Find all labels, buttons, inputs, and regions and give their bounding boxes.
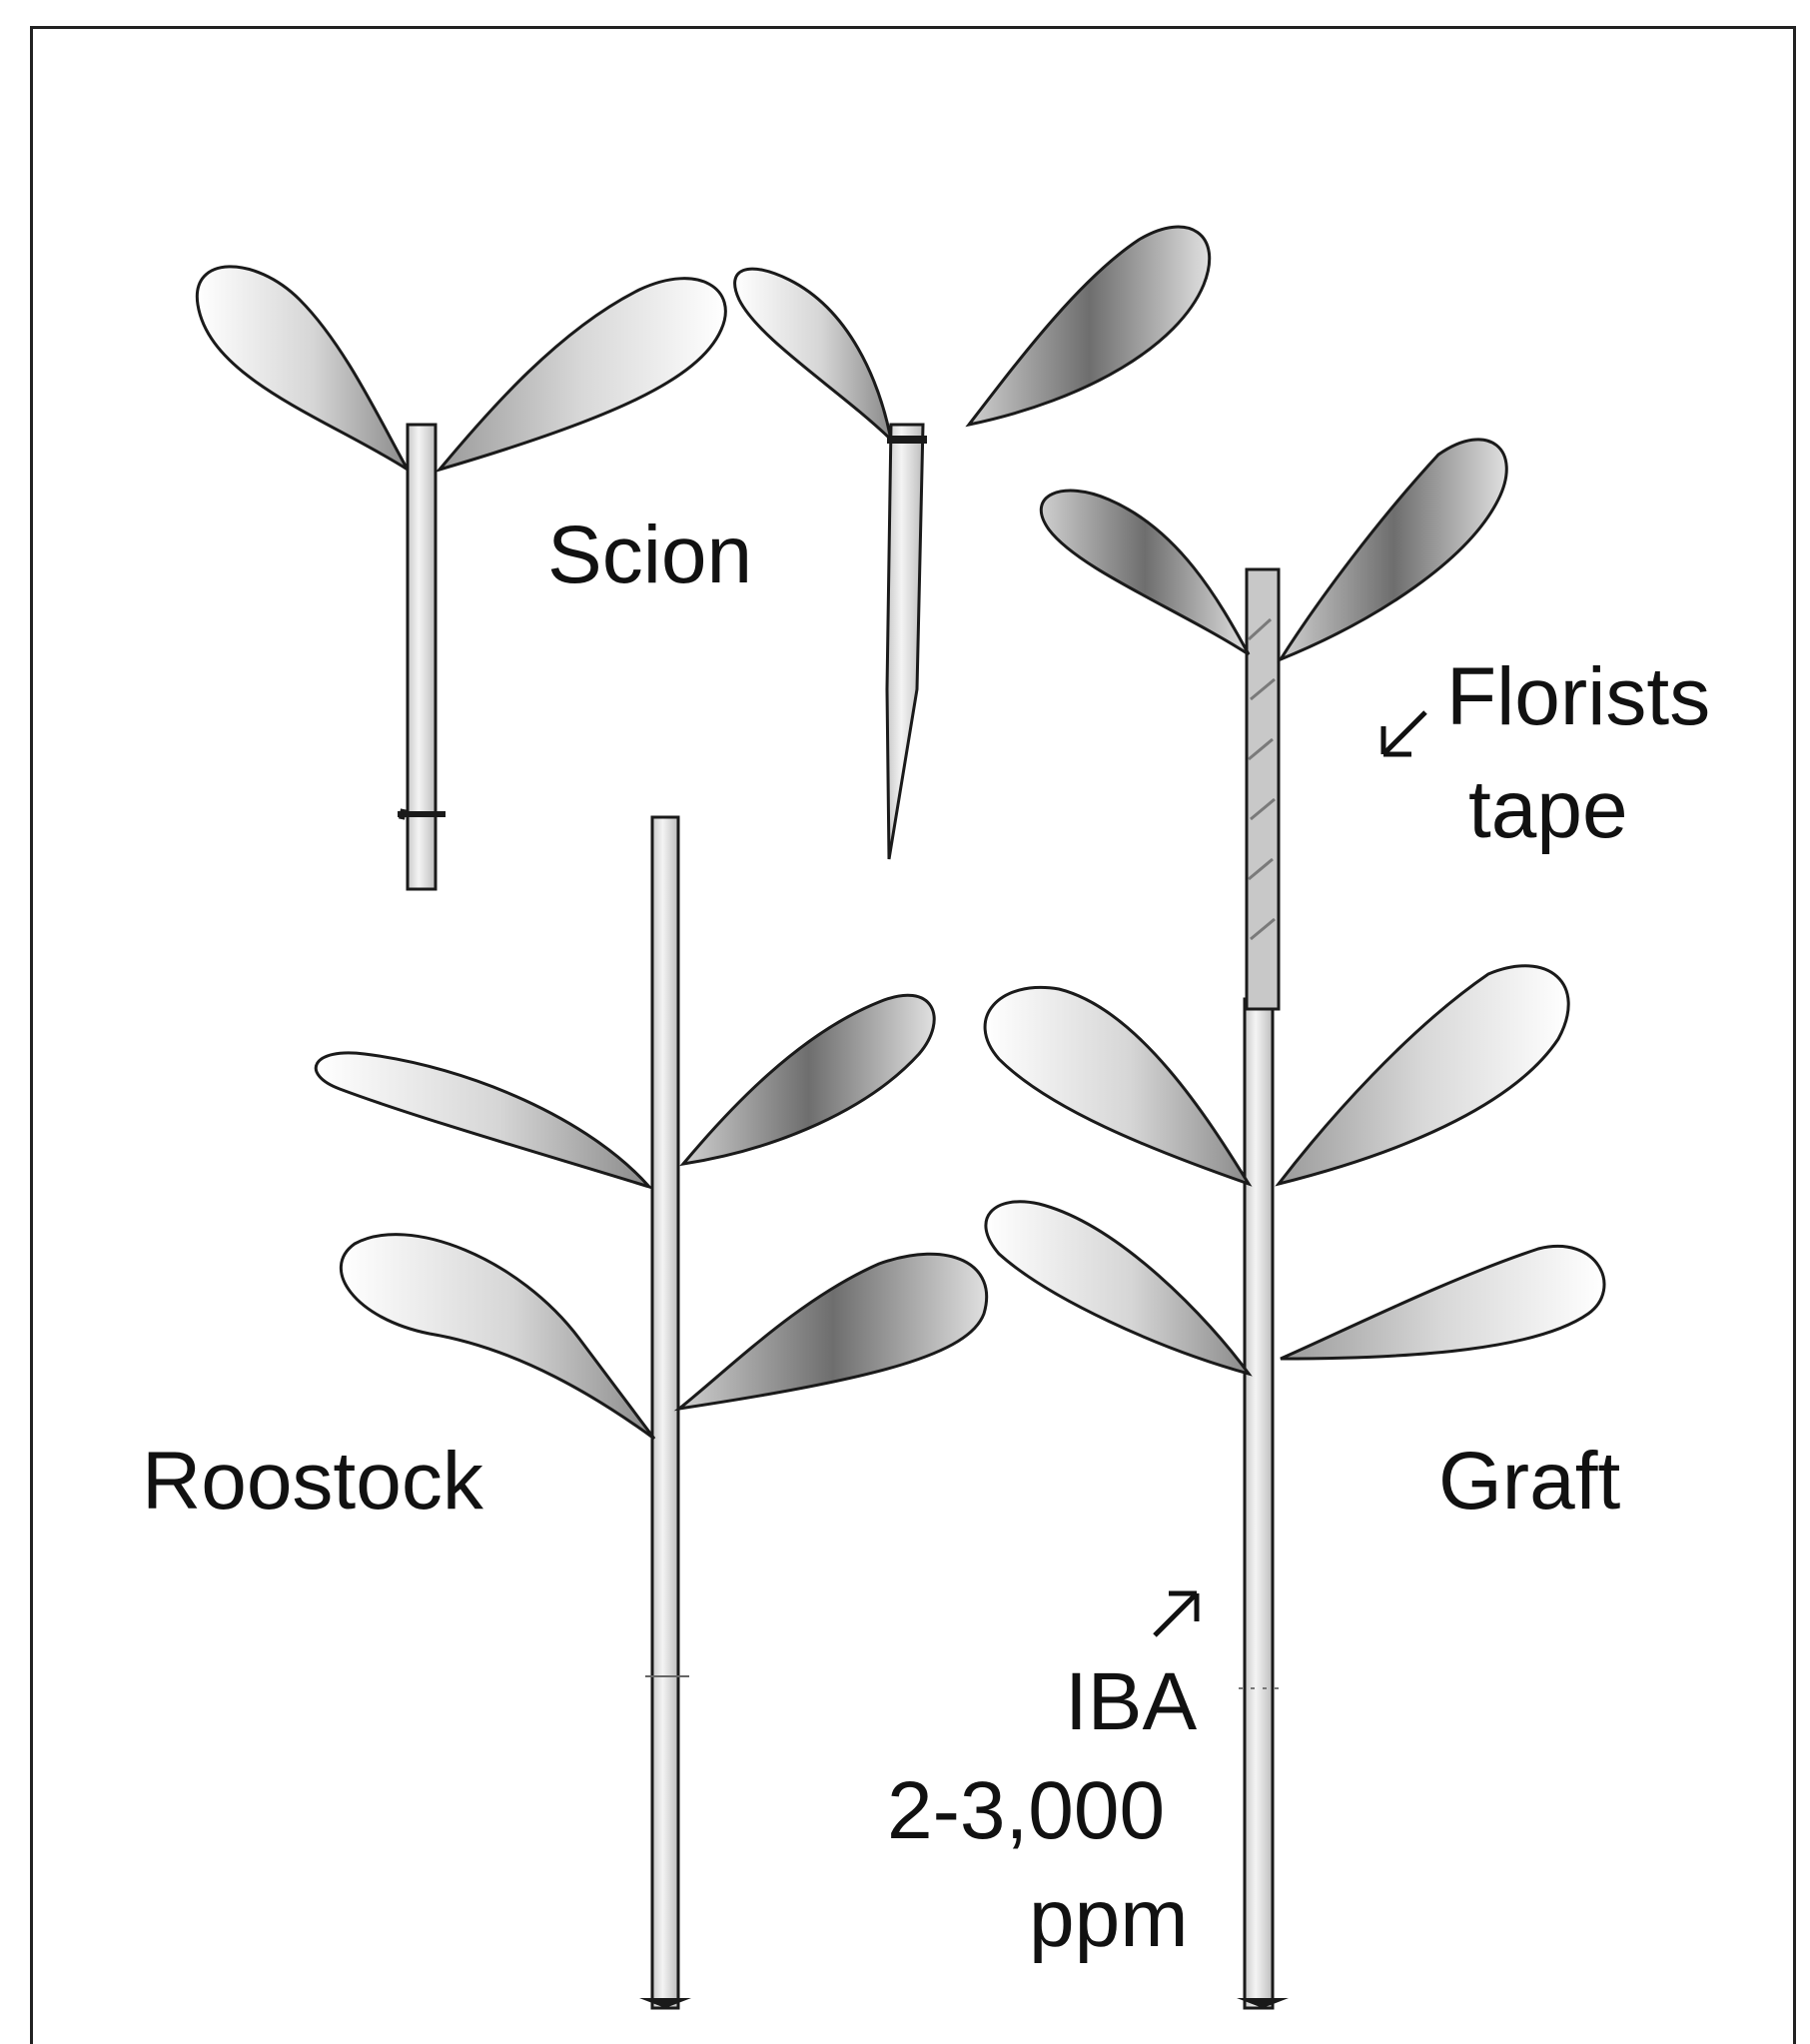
scion-wedge-stem: [887, 425, 923, 859]
scion-left-leaf-right: [440, 279, 725, 470]
rootstock-plant: [316, 817, 986, 2008]
scion-left-leaf-left: [197, 267, 408, 470]
iba-label-line2: 2-3,000: [887, 1770, 1165, 1852]
graft-leaf-top-left: [1041, 491, 1249, 654]
rootstock-leaf-lower-right: [679, 1254, 987, 1409]
graft-leaf-lower-left: [986, 1202, 1249, 1374]
scion-label: Scion: [547, 514, 752, 596]
rootstock-stem: [652, 817, 678, 2008]
scion-left-stem: [408, 425, 436, 889]
iba-label-line3: ppm: [1029, 1878, 1189, 1960]
graft-leaf-top-right: [1281, 440, 1506, 659]
graft-leaf-lower-right: [1281, 1246, 1604, 1359]
scion-wedge-leaf-left: [735, 269, 891, 440]
arrow-up-right-icon: [1147, 1583, 1207, 1643]
rootstock-leaf-upper-right: [683, 995, 934, 1164]
rootstock-leaf-upper-left: [316, 1053, 649, 1187]
graft-leaf-middle-left: [985, 987, 1249, 1184]
rootstock-label: Roostock: [142, 1441, 483, 1523]
graft-stem-lower: [1245, 999, 1273, 2008]
graft-leaf-middle-right: [1279, 966, 1568, 1184]
rootstock-leaf-lower-left: [341, 1235, 654, 1439]
scion-wedge-leaf-right: [969, 227, 1210, 425]
iba-label-line1: IBA: [1065, 1661, 1197, 1743]
graft-label: Graft: [1438, 1441, 1620, 1523]
arrow-down-left-icon: [1373, 704, 1433, 764]
florists-tape-label-line1: Florists: [1446, 656, 1710, 738]
florists-tape-label-line2: tape: [1468, 769, 1628, 851]
